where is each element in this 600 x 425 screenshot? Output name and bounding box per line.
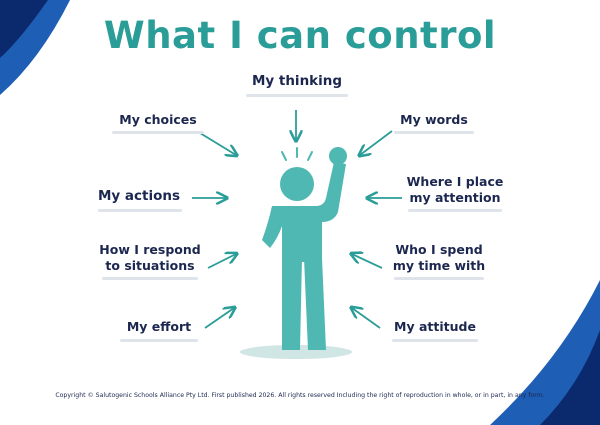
underline-my-effort <box>120 339 198 342</box>
label-where-i-place-attention: Where I place my attention <box>400 174 510 206</box>
attention-line-1: Where I place <box>406 174 504 189</box>
underline-my-actions <box>98 209 182 212</box>
respond-line-1: How I respond <box>99 242 201 257</box>
arrow-time <box>352 254 383 269</box>
arrows <box>192 110 402 329</box>
label-my-actions: My actions <box>97 188 181 204</box>
person-figure <box>262 147 347 350</box>
underline-my-attitude <box>392 339 478 342</box>
corner-decoration-bottom-right-dark <box>540 330 600 425</box>
underline-attention <box>408 209 502 212</box>
label-my-attitude: My attitude <box>394 319 476 334</box>
respond-line-2: to situations <box>105 258 195 273</box>
page-title: What I can control <box>103 14 497 57</box>
arrow-choices <box>199 132 236 155</box>
arrow-effort <box>204 308 234 329</box>
label-my-effort: My effort <box>126 319 192 334</box>
arrow-words <box>360 130 393 155</box>
attention-line-2: my attention <box>409 190 501 205</box>
underline-my-thinking <box>246 94 348 97</box>
label-my-words: My words <box>400 112 468 127</box>
time-line-2: my time with <box>392 258 486 273</box>
label-my-choices: My choices <box>119 112 197 127</box>
copyright-notice: Copyright © Salutogenic Schools Alliance… <box>55 392 545 399</box>
underline-time <box>394 277 484 280</box>
time-line-1: Who I spend <box>395 242 483 257</box>
underline-respond <box>102 277 198 280</box>
label-how-i-respond: How I respond to situations <box>94 242 206 274</box>
label-my-thinking: My thinking <box>251 73 343 89</box>
underline-my-words <box>394 131 474 134</box>
underline-my-choices <box>112 131 204 134</box>
burst-lines <box>281 147 313 161</box>
label-who-i-spend-time-with: Who I spend my time with <box>388 242 490 274</box>
corner-decoration-top-left-dark <box>0 0 48 58</box>
arrow-respond <box>207 254 236 269</box>
arrow-attitude <box>352 308 381 329</box>
